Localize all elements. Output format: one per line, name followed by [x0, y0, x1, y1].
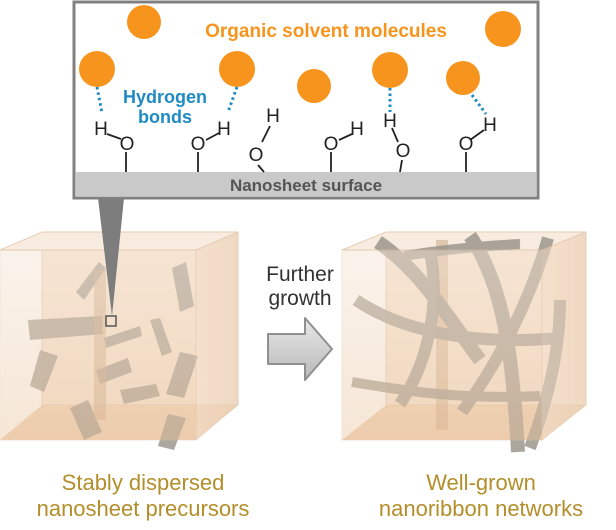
oh-bond — [261, 125, 271, 143]
left-caption-line1: Stably dispersed — [62, 470, 225, 495]
left-cube-front-face — [0, 249, 197, 441]
atom-o: O — [459, 134, 474, 155]
hydroxyl-atoms: H O H O H O H O H O H O — [94, 106, 497, 166]
right-cube-front-face — [341, 249, 543, 441]
hbond-label-line2: bonds — [138, 107, 192, 127]
atom-h: H — [350, 119, 364, 140]
hydrogen-bond — [226, 86, 239, 113]
oh-bond — [205, 132, 220, 141]
solvent-molecule — [372, 52, 408, 88]
atom-o: O — [249, 145, 264, 166]
atom-h: H — [483, 115, 497, 136]
atom-o: O — [324, 134, 339, 155]
solvent-molecule — [485, 11, 521, 47]
atom-o: O — [120, 134, 135, 155]
solvent-molecule — [219, 51, 255, 87]
zoom-callout-wedge — [98, 198, 124, 316]
solvent-molecule — [79, 51, 115, 87]
right-caption-line2: nanoribbon networks — [379, 496, 583, 521]
hydroxyl-bonds — [106, 125, 485, 173]
transition-label-line1: Further — [266, 263, 334, 286]
solvent-molecule — [446, 61, 480, 95]
transition-label-line2: growth — [268, 287, 331, 310]
atom-h: H — [94, 119, 108, 140]
right-cube — [341, 231, 587, 453]
surface-label: Nanosheet surface — [230, 176, 382, 195]
right-caption-line1: Well-grown — [426, 470, 536, 495]
atom-h: H — [383, 111, 397, 132]
hydrogen-bonds — [95, 86, 488, 115]
left-cube-side-face — [195, 231, 239, 442]
nanosheet-surface — [76, 172, 536, 196]
inset-panel: Nanosheet surface Organic solvent molecu… — [72, 0, 540, 200]
zoom-marker — [105, 315, 117, 327]
atom-h: H — [217, 119, 231, 140]
right-cube-side-face — [541, 231, 587, 442]
solvent-molecule — [297, 69, 331, 103]
oh-bond — [106, 133, 122, 140]
atom-o: O — [191, 134, 206, 155]
o-surface-bond — [399, 159, 403, 173]
solvent-molecules — [79, 5, 521, 103]
atom-o: O — [396, 141, 411, 162]
hbond-label-line1: Hydrogen — [123, 87, 207, 107]
solvent-molecule — [127, 5, 161, 39]
growth-arrow — [267, 317, 333, 381]
left-cube — [0, 231, 239, 450]
o-surface-bond — [257, 164, 265, 173]
hydrogen-bond — [470, 94, 488, 115]
left-caption-line2: nanosheet precursors — [37, 496, 250, 521]
atom-h: H — [266, 106, 280, 127]
oh-bond — [391, 127, 399, 143]
solvent-label: Organic solvent molecules — [205, 21, 447, 42]
arrow-icon — [267, 317, 333, 381]
hydrogen-bond — [95, 86, 104, 114]
oh-bond — [469, 129, 485, 141]
oh-bond — [338, 133, 353, 141]
